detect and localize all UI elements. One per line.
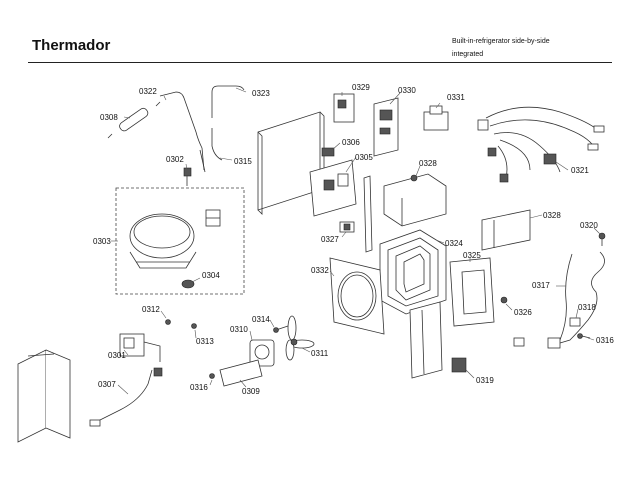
part-0302-bolt — [183, 167, 192, 186]
callout-0313: 0313 — [196, 337, 214, 346]
callout-0316-left: 0316 — [190, 383, 208, 392]
part-bracket-lower — [409, 301, 443, 379]
part-0330-control-board — [373, 97, 399, 157]
callout-0328-right: 0328 — [543, 211, 561, 220]
callout-0311: 0311 — [311, 349, 329, 358]
header-divider — [28, 62, 612, 63]
part-0329-board — [333, 93, 355, 123]
callout-0331: 0331 — [447, 93, 465, 102]
part-0326-screw — [500, 296, 508, 304]
callout-0322: 0322 — [139, 87, 157, 96]
callout-0332: 0332 — [311, 266, 329, 275]
callout-0326: 0326 — [514, 308, 532, 317]
part-0310-fan-motor — [249, 339, 275, 367]
callout-0316-right: 0316 — [596, 336, 614, 345]
part-mounting-strip — [363, 175, 373, 253]
part-0323-tube — [211, 85, 245, 118]
callout-0314: 0314 — [252, 315, 270, 324]
callout-0330: 0330 — [398, 86, 416, 95]
part-0328-bracket — [383, 173, 447, 227]
callout-0328-top: 0328 — [419, 159, 437, 168]
part-0313-screw — [191, 323, 197, 329]
part-0328-bracket-right — [481, 209, 531, 251]
callout-0315: 0315 — [234, 157, 252, 166]
part-0319-motor — [451, 357, 467, 373]
callout-0321: 0321 — [571, 166, 589, 175]
part-0320-screw — [598, 232, 606, 246]
callout-0327: 0327 — [321, 235, 339, 244]
part-0311-fan-blade — [285, 315, 315, 361]
callout-0310: 0310 — [230, 325, 248, 334]
callout-0319: 0319 — [476, 376, 494, 385]
part-cover-box — [17, 349, 71, 443]
leader-lines — [111, 87, 601, 395]
callout-0307: 0307 — [98, 380, 116, 389]
part-0308-filter-drier — [107, 101, 161, 139]
part-0306-connector — [321, 147, 335, 157]
part-0312-screw — [165, 319, 171, 325]
description-line-2: integrated — [452, 51, 484, 58]
part-0325-panel — [449, 257, 495, 327]
callout-0301: 0301 — [108, 351, 126, 360]
part-compressor — [129, 209, 221, 269]
callout-0309: 0309 — [242, 387, 260, 396]
callout-0325: 0325 — [463, 251, 481, 260]
part-0307-cable — [89, 367, 163, 427]
callout-0303: 0303 — [93, 237, 111, 246]
callout-0308: 0308 — [100, 113, 118, 122]
part-0324-coil — [379, 229, 447, 315]
callout-0329: 0329 — [352, 83, 370, 92]
part-0316-screw-left — [209, 373, 215, 379]
part-0314-screw — [273, 325, 289, 333]
callout-0304: 0304 — [202, 271, 220, 280]
part-0318-clip — [569, 317, 581, 327]
part-0316-screw — [577, 333, 591, 339]
callout-0305: 0305 — [355, 153, 373, 162]
diagram-description: Built-in-refrigerator side-by-side integ… — [452, 35, 612, 61]
callout-0323: 0323 — [252, 89, 270, 98]
part-0304-grommet — [181, 279, 195, 289]
part-0305-power-board — [309, 159, 357, 217]
part-0317-cable — [513, 251, 605, 349]
callout-0320: 0320 — [580, 221, 598, 230]
brand-logo-text: Thermador — [32, 37, 111, 54]
callout-0302: 0302 — [166, 155, 184, 164]
callout-0324: 0324 — [445, 239, 463, 248]
callout-labels: 0322 0323 0308 0302 0315 0329 0330 0331 … — [93, 83, 614, 396]
part-0332-fan-shroud — [329, 257, 385, 335]
callout-0306: 0306 — [342, 138, 360, 147]
description-line-1: Built-in-refrigerator side-by-side — [452, 38, 550, 45]
part-0315-tube — [211, 128, 223, 161]
part-0327-block — [339, 221, 355, 233]
part-0331-transformer — [423, 105, 449, 131]
part-0309-bracket — [219, 359, 263, 387]
part-0301-relay — [119, 333, 161, 362]
callout-0318: 0318 — [578, 303, 596, 312]
part-0321-wiring-harness — [477, 106, 605, 183]
callout-0317: 0317 — [532, 281, 550, 290]
callout-0312: 0312 — [142, 305, 160, 314]
part-0322-tube — [159, 91, 206, 173]
